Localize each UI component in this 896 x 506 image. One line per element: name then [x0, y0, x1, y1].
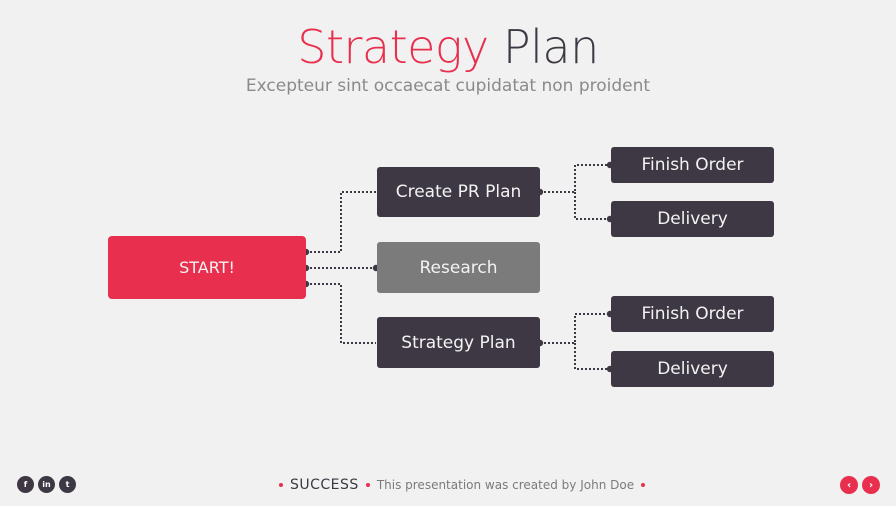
dot-separator — [641, 483, 646, 487]
facebook-icon[interactable]: f — [17, 476, 34, 493]
connector-strategy-delivery — [574, 343, 610, 370]
connector-start-strategy — [306, 283, 376, 344]
start-node: START! — [108, 236, 306, 299]
title-rest: Plan — [502, 20, 599, 74]
connector-strategy-finish — [540, 313, 610, 344]
connector-start-create — [306, 191, 376, 253]
footer-branding: SUCCESS This presentation was created by… — [279, 476, 646, 494]
node-delivery-1: Delivery — [611, 201, 774, 237]
prev-slide-button[interactable]: ‹ — [840, 476, 858, 494]
brand-name: SUCCESS — [290, 477, 359, 493]
chevron-right-icon: › — [868, 479, 874, 491]
footer-credit: This presentation was created by John Do… — [376, 478, 635, 492]
connector-create-finish — [540, 164, 610, 193]
node-research: Research — [377, 242, 540, 293]
slide-title: Strategy Plan — [0, 20, 896, 74]
title-accent: Strategy — [297, 20, 489, 74]
chevron-left-icon: ‹ — [846, 479, 852, 491]
slide-subtitle: Excepteur sint occaecat cupidatat non pr… — [245, 76, 651, 96]
node-finish-order-1: Finish Order — [611, 147, 774, 183]
dot-separator — [279, 483, 283, 487]
node-finish-order-2: Finish Order — [611, 296, 774, 332]
node-delivery-2: Delivery — [611, 351, 774, 387]
linkedin-icon[interactable]: in — [38, 476, 55, 493]
node-strategy-plan: Strategy Plan — [377, 317, 540, 368]
next-slide-button[interactable]: › — [862, 476, 880, 494]
node-create-pr-plan: Create PR Plan — [377, 167, 540, 217]
dot-separator — [365, 483, 370, 487]
connector-create-delivery — [574, 192, 610, 220]
twitter-icon[interactable]: t — [59, 476, 76, 493]
